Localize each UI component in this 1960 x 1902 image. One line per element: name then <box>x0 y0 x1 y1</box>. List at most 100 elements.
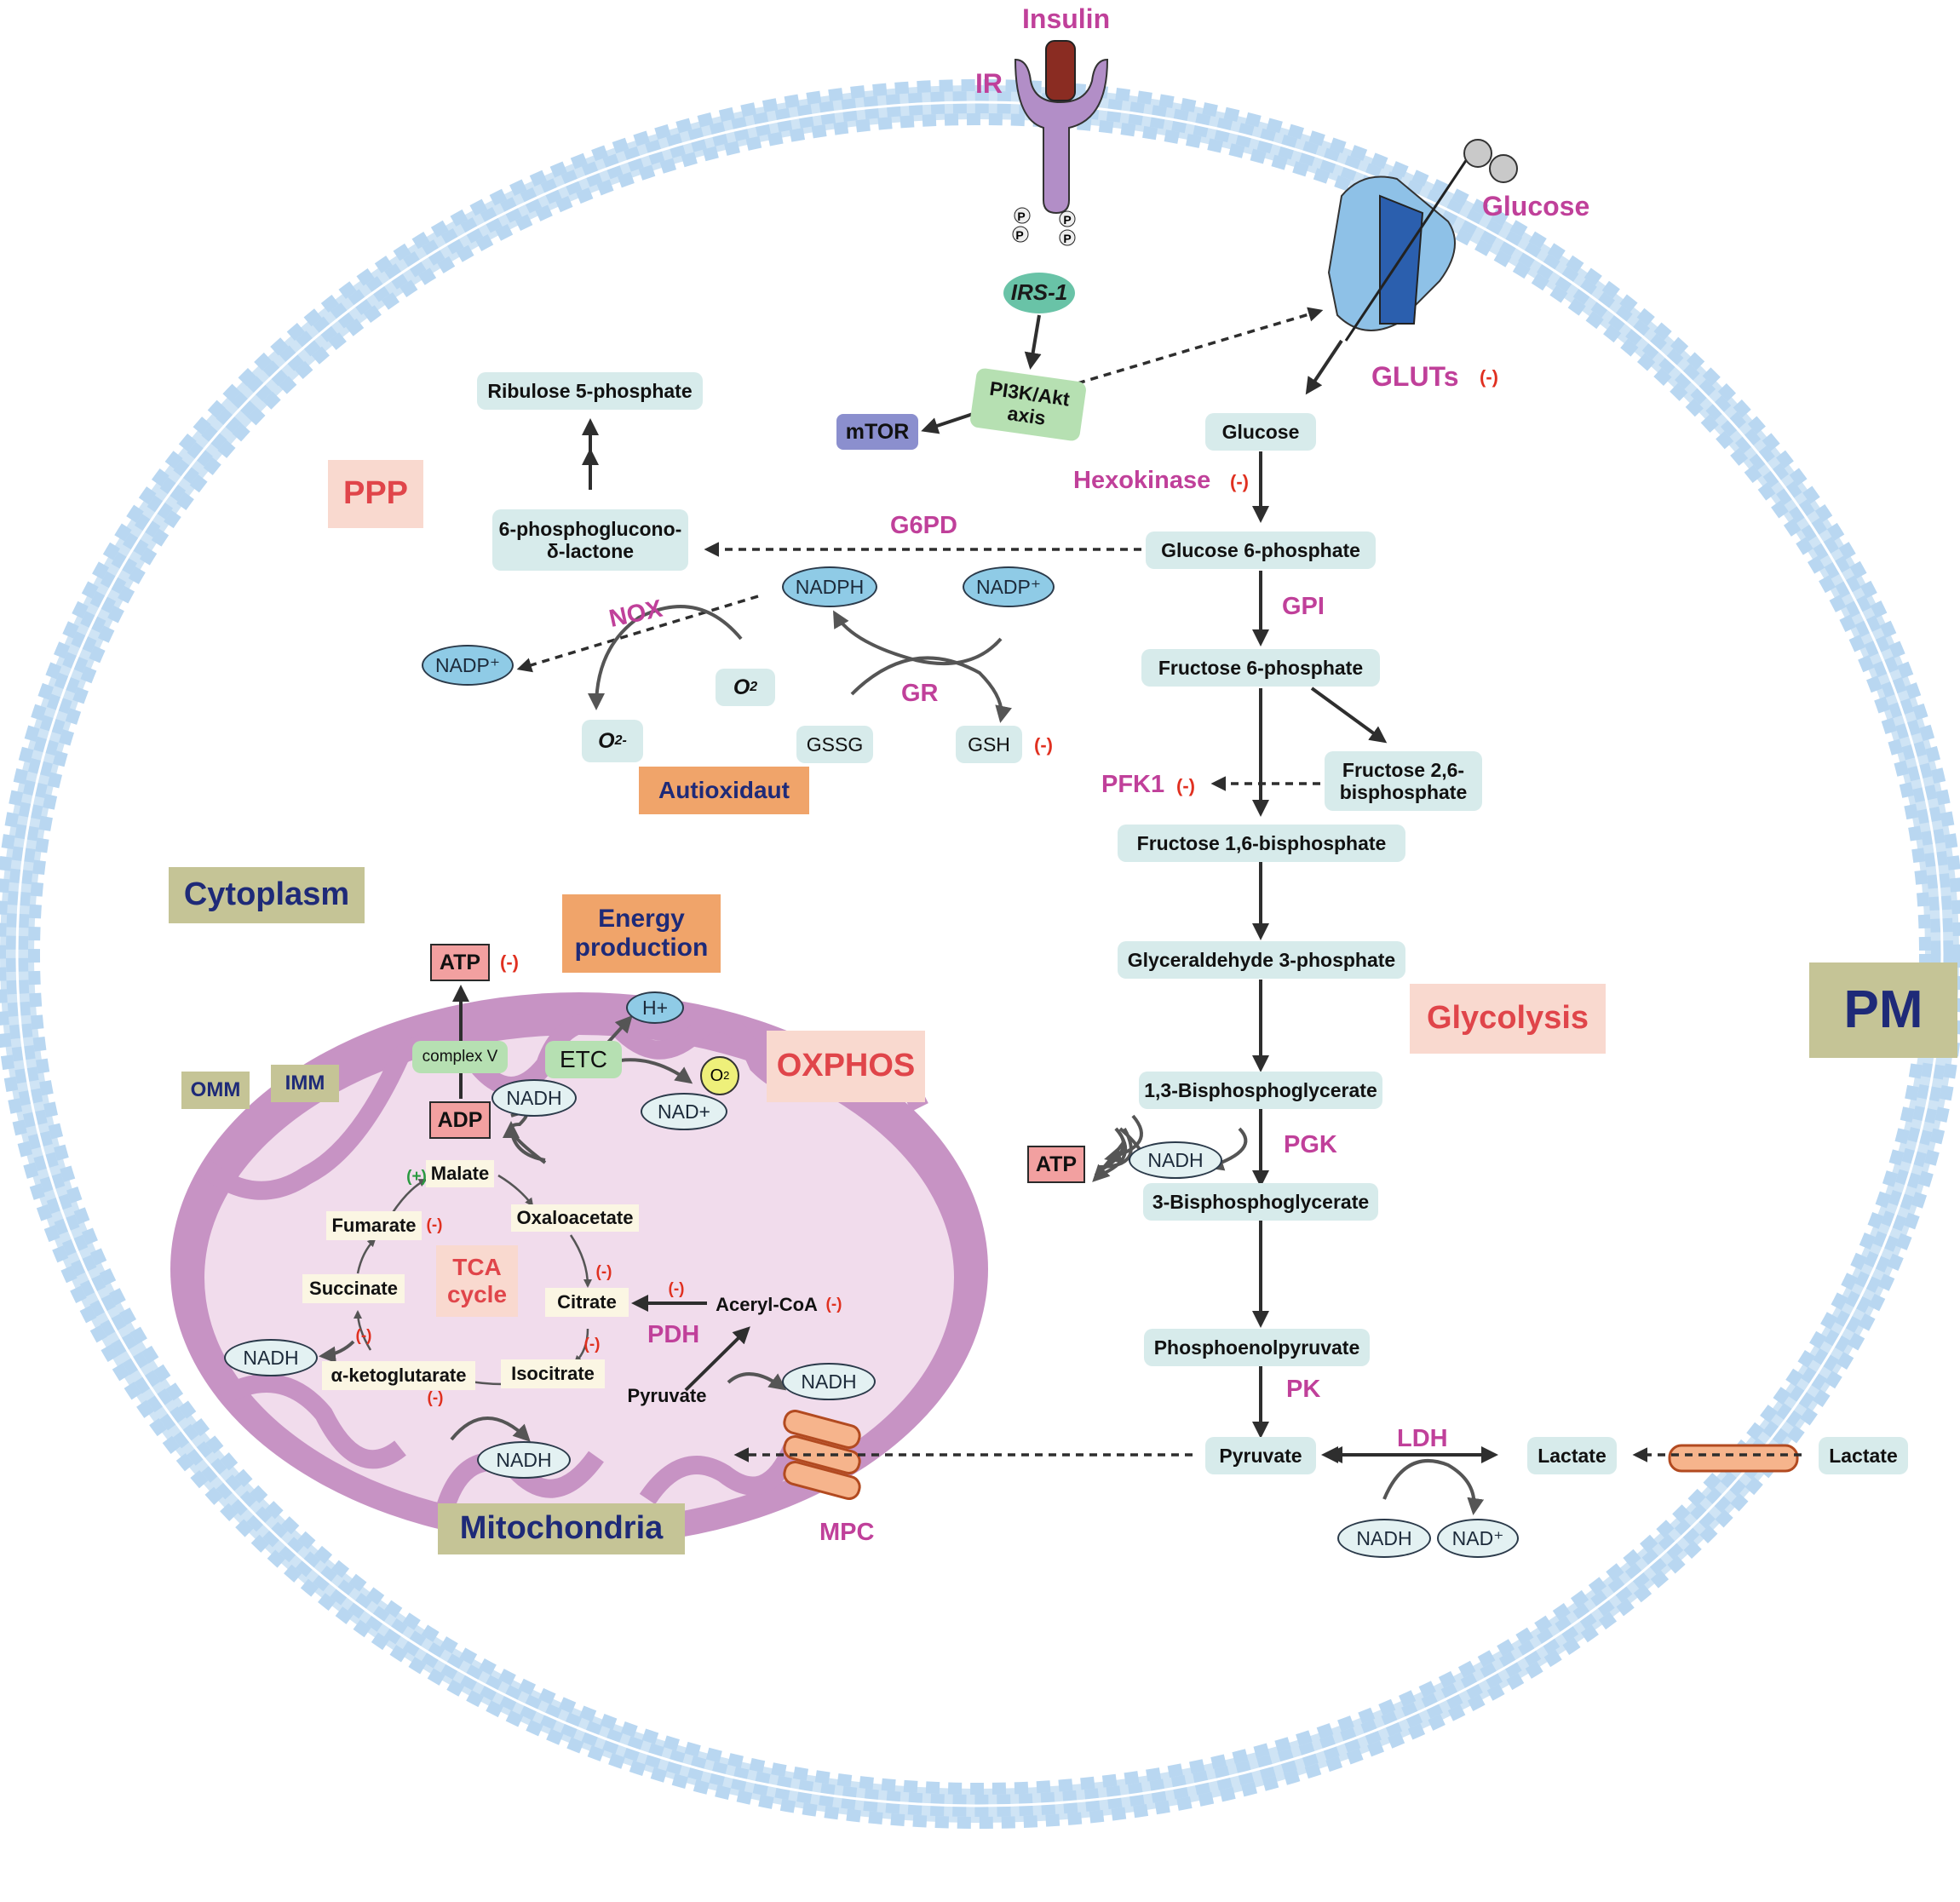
pdh-inhibit: (-) <box>668 1280 685 1299</box>
h-plus-node: H+ <box>626 991 684 1024</box>
gsh-node: GSH <box>956 726 1022 763</box>
bisphosphoglycerate-1-3-node: 1,3-Bisphosphoglycerate <box>1139 1072 1382 1109</box>
g6pd-label: G6PD <box>890 512 957 540</box>
glycolysis-arrows <box>452 314 1498 1463</box>
nadh-oxphos-node: NADH <box>491 1079 577 1117</box>
gluts-label: GLUTs <box>1371 360 1459 392</box>
fructose-6-phosphate-node: Fructose 6-phosphate <box>1141 649 1380 687</box>
omm-label: OMM <box>181 1072 250 1109</box>
insulin-label: Insulin <box>1022 3 1111 34</box>
isocitrate-node: Isocitrate <box>501 1359 605 1388</box>
energy-production-title: Energy production <box>562 894 721 973</box>
glyceraldehyde-3-phosphate-node: Glyceraldehyde 3-phosphate <box>1118 941 1405 979</box>
isocitrate-inhibit: (-) <box>583 1336 601 1354</box>
nadh-glycolysis-node: NADH <box>1129 1141 1222 1179</box>
citrate-inhibit: (-) <box>595 1263 612 1282</box>
oxaloacetate-node: Oxaloacetate <box>511 1204 639 1232</box>
nadh-akg-node: NADH <box>477 1441 571 1479</box>
ldh-nad-node: NAD⁺ <box>1437 1519 1519 1558</box>
succinate-node: Succinate <box>302 1274 405 1303</box>
pk-label: PK <box>1286 1376 1321 1404</box>
hexokinase-label: Hexokinase <box>1073 467 1211 495</box>
mitochondria-shape <box>170 992 988 1546</box>
akg-inhibit: (-) <box>427 1389 444 1408</box>
ldh-nadh-node: NADH <box>1337 1519 1431 1558</box>
dashed-arrows <box>516 307 1802 1462</box>
adp-node: ADP <box>429 1101 491 1139</box>
antioxidant-title: Autioxidaut <box>639 767 809 814</box>
etc-node: ETC <box>545 1041 622 1078</box>
acetyl-coa-inhibit: (-) <box>825 1296 842 1314</box>
atp-oxphos-inhibit: (-) <box>500 951 519 974</box>
glucose-6-phosphate-node: Glucose 6-phosphate <box>1146 532 1376 569</box>
curved-arrows <box>319 605 1485 1515</box>
atp-oxphos-node: ATP <box>430 944 490 981</box>
irs1-label: IRS-1 <box>1010 279 1068 306</box>
glycolysis-title: Glycolysis <box>1410 984 1606 1054</box>
o2-oxphos-text: O <box>710 1066 724 1085</box>
lactate-outside-node: Lactate <box>1819 1437 1908 1474</box>
phospho-label-1: P <box>1017 209 1026 223</box>
superoxide-sup: - <box>622 733 627 748</box>
complex-v-node: complex V <box>412 1041 508 1073</box>
atp-glycolysis-node: ATP <box>1027 1146 1085 1183</box>
ldh-label: LDH <box>1397 1425 1448 1453</box>
gluts-inhibit: (-) <box>1480 366 1498 388</box>
insulin-receptor <box>1003 40 1109 313</box>
malate-activate: (+) <box>406 1168 427 1187</box>
lactate-transporter <box>1668 1444 1799 1473</box>
ir-label: IR <box>975 67 1003 99</box>
succinate-inhibit: (-) <box>355 1327 372 1346</box>
nadp-left-node: NADP⁺ <box>422 645 514 686</box>
lactate-node: Lactate <box>1527 1437 1617 1474</box>
oxphos-title: OXPHOS <box>767 1031 925 1102</box>
gr-label: GR <box>901 680 939 708</box>
gsh-inhibit: (-) <box>1034 734 1053 756</box>
fumarate-inhibit: (-) <box>426 1216 443 1235</box>
nadh-pdh-node: NADH <box>782 1363 876 1400</box>
cytoplasm-label: Cytoplasm <box>169 867 365 923</box>
o2-oxphos-sub: 2 <box>723 1068 730 1082</box>
pyruvate-mito-node: Pyruvate <box>627 1385 707 1407</box>
superoxide-text: O <box>598 728 615 753</box>
ppp-title: PPP <box>328 460 423 528</box>
acetyl-coa-node: Aceryl-CoA <box>716 1294 818 1316</box>
superoxide-sub: 2 <box>614 733 623 748</box>
tca-cycle-title: TCA cycle <box>436 1245 518 1317</box>
pyruvate-node: Pyruvate <box>1205 1437 1316 1474</box>
ribulose-5-phosphate: Ribulose 5-phosphate <box>477 372 703 410</box>
phospho-label-4: P <box>1063 231 1072 245</box>
fructose-1-6-bisphosphate-node: Fructose 1,6-bisphosphate <box>1118 825 1405 862</box>
imm-label: IMM <box>271 1065 339 1102</box>
nadh-left-node: NADH <box>224 1339 318 1376</box>
o2-sub: 2 <box>750 679 758 694</box>
pdh-label: PDH <box>647 1321 700 1349</box>
glucose-outside-label: Glucose <box>1482 190 1590 221</box>
pgk-label: PGK <box>1284 1131 1337 1159</box>
glucose-node: Glucose <box>1205 413 1316 451</box>
bisphosphoglycerate-3-node: 3-Bisphosphoglycerate <box>1143 1183 1378 1221</box>
malate-node: Malate <box>426 1160 494 1187</box>
mpc-label: MPC <box>819 1519 875 1547</box>
hexokinase-inhibit: (-) <box>1230 471 1249 493</box>
nad-plus-oxphos-node: NAD+ <box>641 1093 727 1130</box>
fumarate-node: Fumarate <box>326 1211 422 1240</box>
pfk1-inhibit: (-) <box>1176 775 1195 797</box>
phosphoenolpyruvate-node: Phosphoenolpyruvate <box>1144 1329 1370 1366</box>
pfk1-label: PFK1 <box>1101 771 1165 799</box>
mtor-node: mTOR <box>836 414 918 450</box>
o2-text: O <box>733 675 750 699</box>
gssg-node: GSSG <box>796 726 873 763</box>
citrate-node: Citrate <box>545 1288 629 1317</box>
mitochondria-label: Mitochondria <box>438 1503 685 1554</box>
alpha-ketoglutarate-node: α-ketoglutarate <box>322 1361 475 1390</box>
pm-label: PM <box>1809 962 1957 1058</box>
plasma-membrane <box>0 79 1960 1829</box>
glut-transporter <box>1327 139 1518 342</box>
gpi-label: GPI <box>1282 593 1325 621</box>
